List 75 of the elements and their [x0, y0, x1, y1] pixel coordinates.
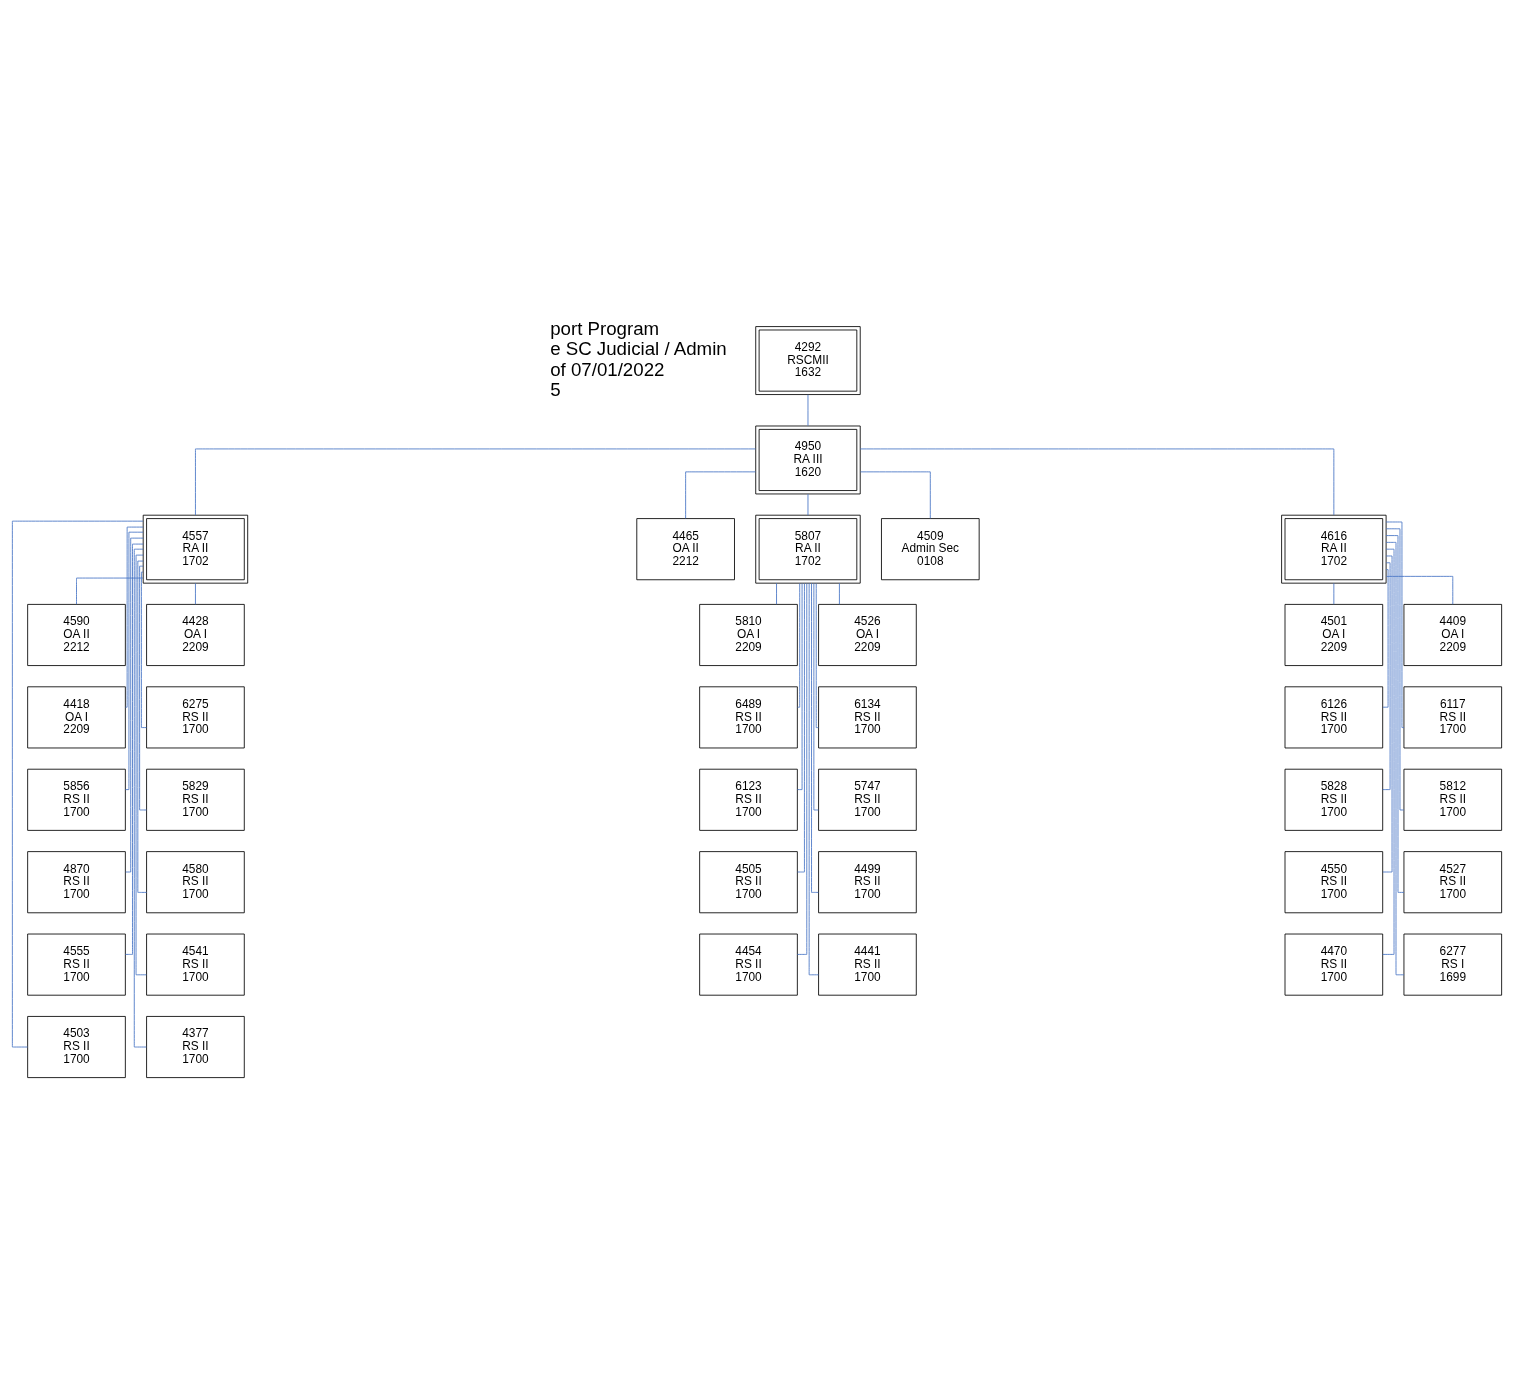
connector — [125, 526, 144, 708]
node-box: 4580 RS II 1700 — [146, 851, 245, 914]
label: of 07/01/2022 — [550, 358, 665, 380]
connector — [1385, 541, 1405, 976]
connector — [125, 531, 144, 791]
node-box: 5747 RS II 1700 — [818, 768, 917, 831]
node-box: 4409 OA I 2209 — [1403, 603, 1503, 666]
node-box: 4441 RS II 1700 — [818, 933, 917, 996]
connector — [807, 394, 809, 427]
node-box: 4870 RS II 1700 — [27, 851, 126, 914]
connector — [124, 543, 144, 955]
node-box: 4526 OA I 2209 — [818, 603, 917, 666]
connector — [808, 582, 819, 976]
connector — [860, 471, 931, 519]
node-box: 6117 RS II 1700 — [1403, 686, 1503, 749]
connector — [76, 577, 144, 605]
node-box: 4465 OA II 2212 — [636, 518, 735, 581]
node-box: 4509 Admin Sec 0108 — [881, 518, 980, 581]
node-box: 4499 RS II 1700 — [818, 851, 917, 914]
connector — [141, 571, 147, 728]
connector — [1382, 562, 1391, 791]
node-box: 4503 RS II 1700 — [27, 1016, 126, 1079]
label: 5 — [550, 378, 561, 400]
node-box: 4527 RS II 1700 — [1403, 851, 1503, 914]
connector — [1333, 582, 1335, 605]
connector — [133, 548, 147, 1048]
connector — [1385, 521, 1405, 728]
node-box: 5829 RS II 1700 — [146, 768, 245, 831]
connector — [125, 537, 144, 873]
connector — [195, 448, 756, 516]
connector — [807, 493, 809, 516]
node-box: 6126 RS II 1700 — [1284, 686, 1384, 749]
connector — [1385, 535, 1405, 893]
node-box: 4541 RS II 1700 — [146, 933, 245, 996]
connector — [797, 583, 805, 873]
connector — [813, 582, 819, 811]
connector — [815, 583, 819, 728]
node-box: 4505 RS II 1700 — [699, 851, 798, 914]
node-box: 5812 RS II 1700 — [1403, 768, 1503, 831]
connector — [685, 471, 756, 519]
node-box: 6134 RS II 1700 — [818, 686, 917, 749]
node-box: 5856 RS II 1700 — [27, 768, 126, 831]
connector — [1385, 575, 1454, 605]
connector — [797, 583, 801, 708]
node-box: 6275 RS II 1700 — [146, 686, 245, 749]
node-box: 4470 RS II 1700 — [1284, 933, 1384, 996]
node-box: 4377 RS II 1700 — [146, 1016, 245, 1079]
node-box: 4555 RS II 1700 — [27, 933, 126, 996]
connector — [839, 582, 840, 605]
connector — [1385, 528, 1405, 811]
node-box: 4590 OA II 2212 — [27, 603, 126, 666]
node-box: 6123 RS II 1700 — [699, 768, 798, 831]
connector — [135, 554, 147, 976]
connector — [139, 565, 147, 811]
node-box: 5828 RS II 1700 — [1284, 768, 1384, 831]
node-box: 4428 OA I 2209 — [146, 603, 245, 666]
label: port Program — [550, 317, 660, 339]
node-box: 4454 RS II 1700 — [699, 933, 798, 996]
label: e SC Judicial / Admin — [550, 338, 727, 360]
connector — [1382, 548, 1395, 955]
node-box: 6489 RS II 1700 — [699, 686, 798, 749]
connector — [797, 582, 808, 955]
node-box: 4418 OA I 2209 — [27, 686, 126, 749]
connector — [859, 448, 1335, 516]
node-box: 5810 OA I 2209 — [699, 603, 798, 666]
node-box: 4501 OA I 2209 — [1284, 603, 1384, 666]
node-box: 4550 RS II 1700 — [1284, 851, 1384, 914]
connector — [776, 582, 777, 605]
connector — [1382, 569, 1389, 708]
connector — [1382, 555, 1393, 873]
connector — [195, 582, 196, 605]
node-box: 6277 RS I 1699 — [1403, 933, 1503, 996]
connector — [137, 560, 147, 893]
connector — [811, 582, 819, 893]
connector — [797, 582, 803, 791]
